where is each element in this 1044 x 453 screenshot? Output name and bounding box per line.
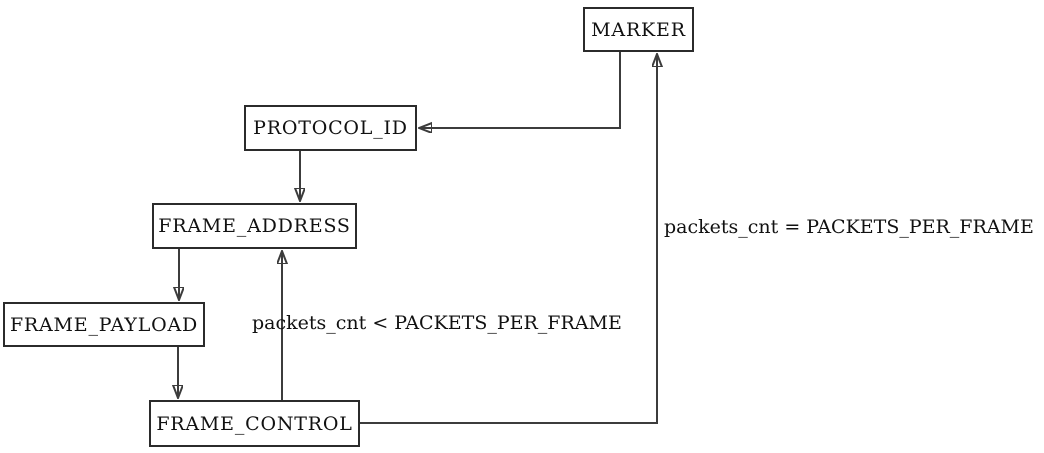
node-frame-control-label: FRAME_CONTROL bbox=[156, 412, 353, 435]
node-protocol-id-label: PROTOCOL_ID bbox=[253, 117, 408, 139]
edge-frame-control-to-marker bbox=[360, 54, 657, 424]
node-frame-control: FRAME_CONTROL bbox=[149, 400, 360, 447]
node-protocol-id: PROTOCOL_ID bbox=[244, 105, 417, 151]
node-frame-address-label: FRAME_ADDRESS bbox=[158, 215, 351, 237]
edge-label-packets-cnt-less-than: packets_cnt < PACKETS_PER_FRAME bbox=[252, 312, 622, 334]
node-frame-payload: FRAME_PAYLOAD bbox=[3, 302, 205, 347]
edge-marker-to-protocol-id bbox=[419, 52, 621, 128]
edge-label-packets-cnt-equals: packets_cnt = PACKETS_PER_FRAME bbox=[664, 216, 1034, 238]
node-marker-label: MARKER bbox=[591, 18, 686, 41]
node-frame-address: FRAME_ADDRESS bbox=[152, 203, 357, 249]
node-marker: MARKER bbox=[583, 7, 694, 52]
node-frame-payload-label: FRAME_PAYLOAD bbox=[9, 313, 199, 336]
